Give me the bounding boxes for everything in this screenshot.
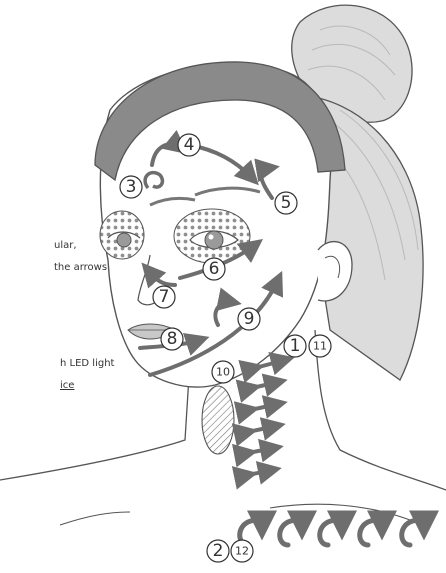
step-2-label: 2	[213, 541, 224, 561]
step-3-label: 3	[126, 177, 137, 197]
step-1-label: 1	[290, 336, 301, 356]
step-5-label: 5	[281, 193, 292, 213]
decollete-curl-arrows	[240, 520, 424, 545]
step-9-label: 9	[244, 309, 255, 329]
step-10-label: 10	[216, 366, 230, 379]
thyroid-avoid-area	[202, 386, 234, 454]
step-8-label: 8	[167, 329, 178, 349]
neck-double-arrows	[248, 360, 285, 475]
step-4-label: 4	[184, 135, 195, 155]
step-12-label: 12	[235, 545, 249, 558]
step-11-label: 11	[313, 340, 327, 353]
step-7-label: 7	[159, 287, 170, 307]
step-6-label: 6	[209, 259, 220, 279]
